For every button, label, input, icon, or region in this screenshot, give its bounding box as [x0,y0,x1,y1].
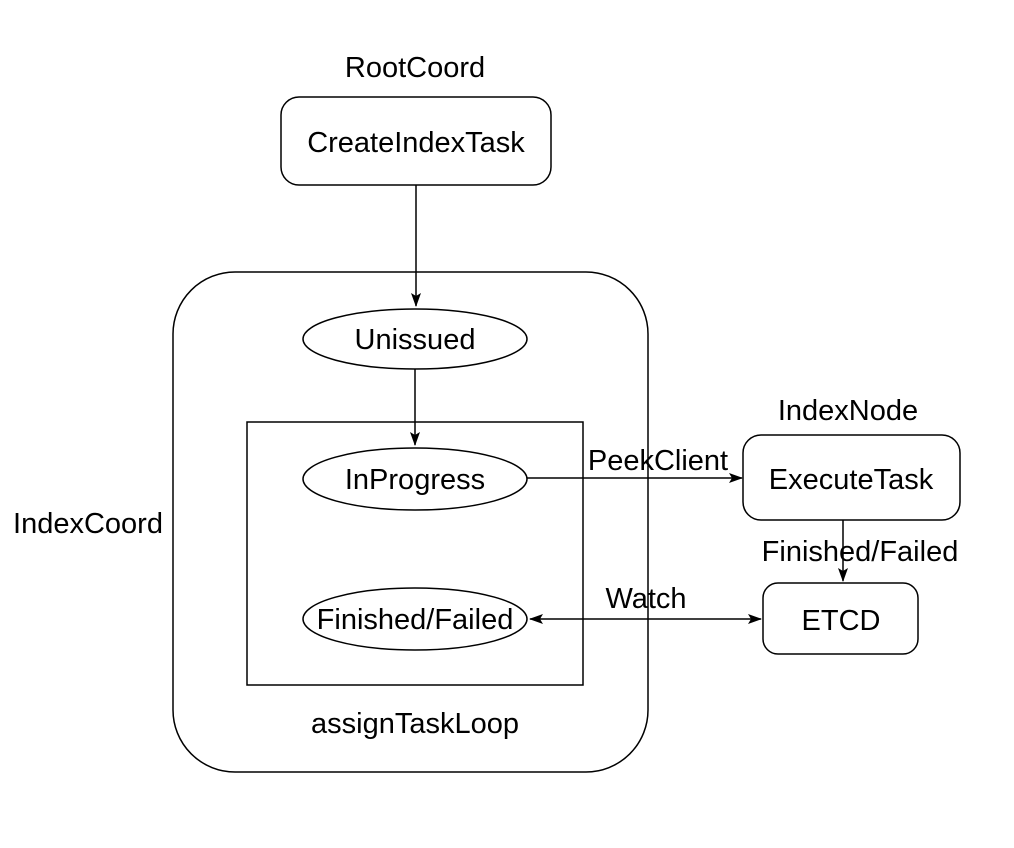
node-finished-failed [302,587,528,651]
node-label-in-progress: InProgress [345,464,485,496]
node-unissued [302,308,528,370]
container-label-assign-task-loop: assignTaskLoop [311,708,519,740]
edge-label-finished-failed: Finished/Failed [762,536,959,568]
node-in-progress [302,447,528,511]
node-label-unissued: Unissued [355,324,476,356]
node-label-finished-failed: Finished/Failed [317,604,514,636]
edge-label-watch: Watch [605,583,686,615]
node-execute-task [742,434,961,521]
node-create-index-task [280,96,552,186]
node-label-create-index-task: CreateIndexTask [307,127,525,159]
container-label-index-coord: IndexCoord [13,508,163,540]
section-label-index-node: IndexNode [778,395,918,427]
node-label-etcd: ETCD [802,605,881,637]
node-etcd [762,582,919,655]
node-label-execute-task: ExecuteTask [769,464,934,496]
container-index-coord [172,271,649,773]
section-label-root-coord: RootCoord [345,52,485,84]
edge-label-peek-client: PeekClient [588,445,728,477]
